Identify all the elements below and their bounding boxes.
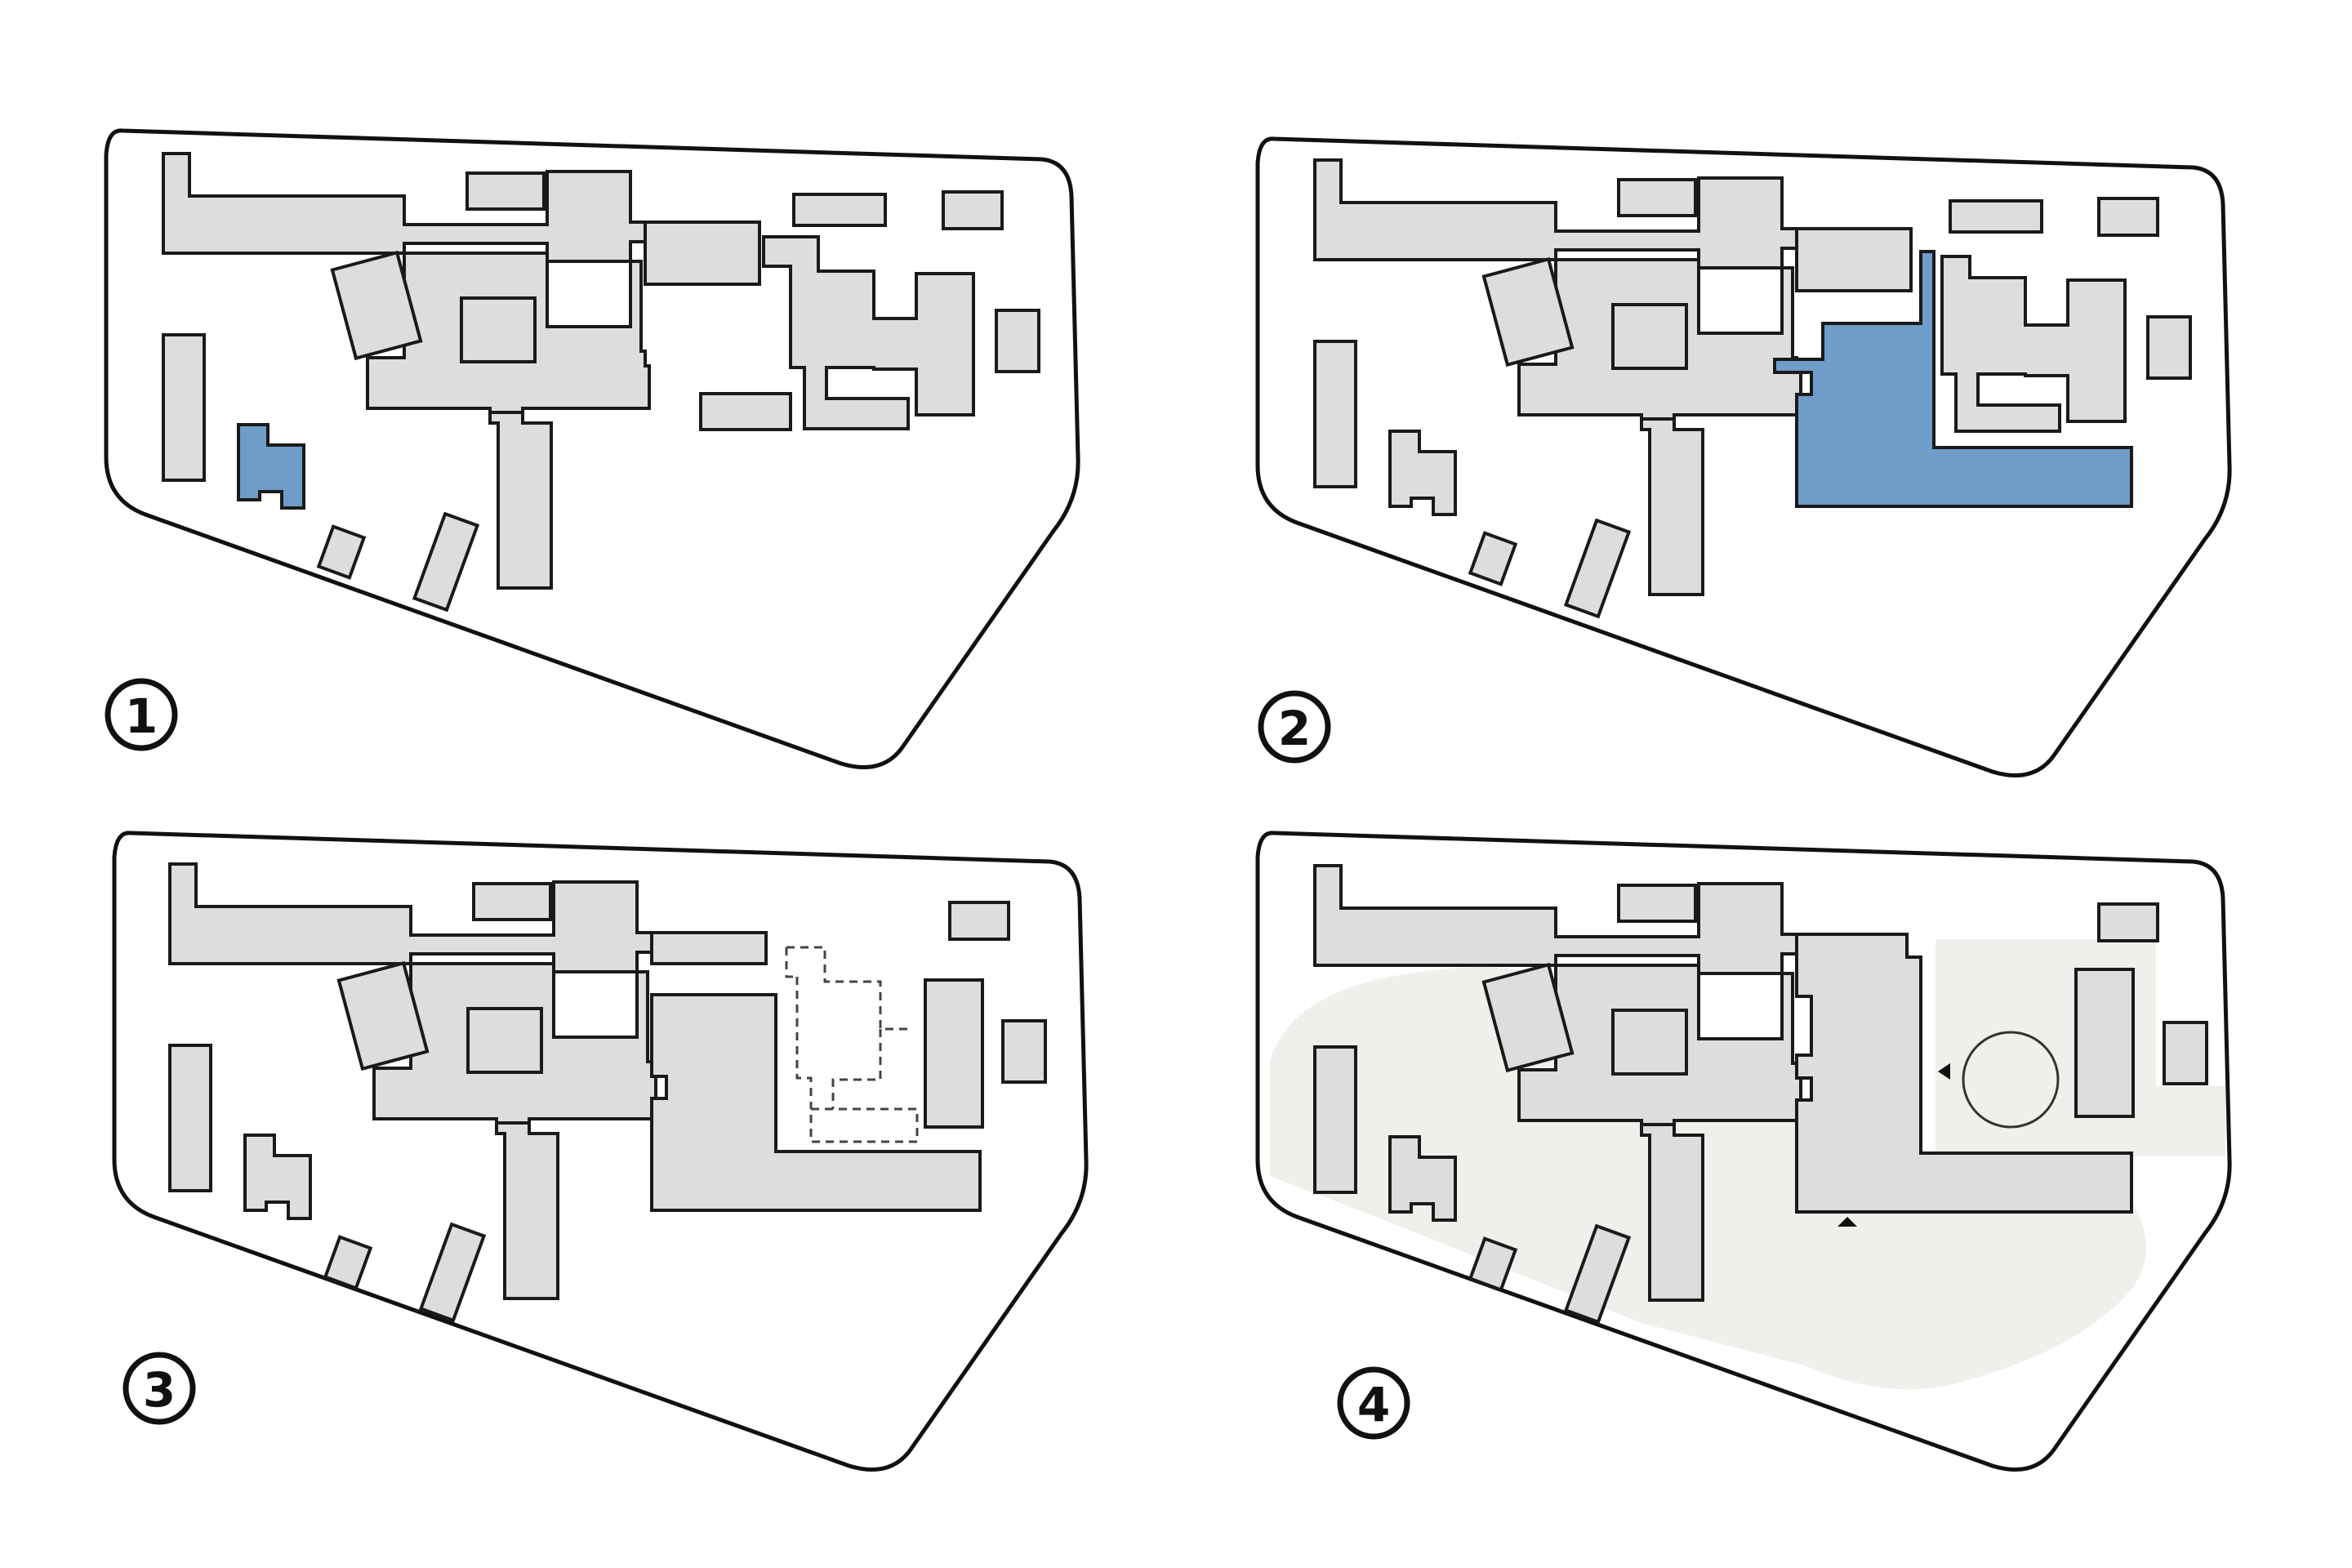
badge-circle [1258,690,1331,764]
upper-small-block [1617,178,1697,217]
dashed-east-cluster-outline [785,946,911,1109]
badge-number: 1 [125,688,158,744]
l-shaped-extension [1773,250,2133,508]
entrance-marker-east-icon [1938,1063,1950,1080]
north-east-small [948,901,1010,941]
plaza-circle [1962,1031,2060,1129]
badge-circle [122,1352,196,1425]
l-shaped-extension [650,993,982,1212]
merged-east-building [650,931,768,965]
small-h-building [237,423,305,510]
panel-1: 1 [104,128,1080,769]
panel-4: 4 [1255,831,2232,1472]
south-wing-building [488,411,553,590]
rotated-block [336,960,430,1071]
badge-number: 3 [143,1362,176,1418]
rotated-block [330,250,423,361]
small-tilted-block [323,1235,373,1290]
upper-small-block [466,172,546,211]
east-connector-block [1795,227,1913,292]
small-tilted-block [1468,531,1518,586]
buildings [162,152,1040,612]
south-wing-building [495,1121,559,1300]
east-small-square [2163,1021,2208,1085]
demolished-buildings-dashed [785,946,919,1143]
south-wing-building [1640,417,1704,596]
west-bar [1313,340,1357,488]
east-small-square [1001,1019,1047,1084]
upper-small-block [472,882,552,921]
buildings [1313,158,2192,619]
east-tall-bar [2074,968,2135,1118]
badge-circle [105,678,178,751]
north-east-small [2097,902,2159,942]
courtyard-block [1611,303,1688,370]
courtyard-block [460,296,537,363]
courtyard-block [466,1007,543,1074]
panel-badge: 3 [122,1352,196,1425]
rotated-block [1481,256,1575,368]
long-tilted-block [412,511,480,612]
buildings [1313,864,2208,1325]
entrance-marker-south-icon [1838,1217,1857,1227]
rotated-block [1481,962,1575,1073]
merged-east-building [1795,933,2133,1214]
east-small-square [2146,315,2192,380]
long-tilted-block [1563,1223,1632,1325]
panel-badge: 2 [1258,690,1331,764]
small-tilted-block [316,524,367,580]
small-h-building [243,1134,312,1220]
upper-small-block [1617,884,1697,923]
north-east-bar [1949,199,2043,234]
buildings [168,862,1047,1323]
long-tilted-block [1563,518,1632,619]
long-tilted-block [418,1222,487,1323]
panel-badge: 1 [105,678,178,751]
badge-circle [1337,1366,1410,1440]
south-wing-building [1640,1123,1704,1302]
east-small-square [995,309,1040,373]
panel-2: 2 [1255,136,2232,777]
north-east-small [2097,197,2159,237]
panel-badge: 4 [1337,1366,1410,1440]
east-connector-block [644,220,761,286]
north-east-bar [792,193,887,227]
east-cluster-block [762,235,975,430]
small-h-building [1388,430,1457,516]
west-bar [168,1044,212,1192]
badge-number: 2 [1278,701,1311,756]
small-h-building [1388,1135,1457,1222]
west-bar [162,333,206,482]
courtyard-block [1611,1009,1688,1076]
badge-number: 4 [1357,1377,1390,1432]
landscape-green-band [1270,967,2146,1390]
east-tall-bar [924,978,984,1129]
small-tilted-block [1468,1236,1518,1292]
north-east-small [942,190,1004,230]
panel-3: 3 [112,831,1089,1472]
west-bar [1313,1045,1357,1194]
south-east-bar [699,392,792,431]
east-cluster-block [1940,255,2127,433]
